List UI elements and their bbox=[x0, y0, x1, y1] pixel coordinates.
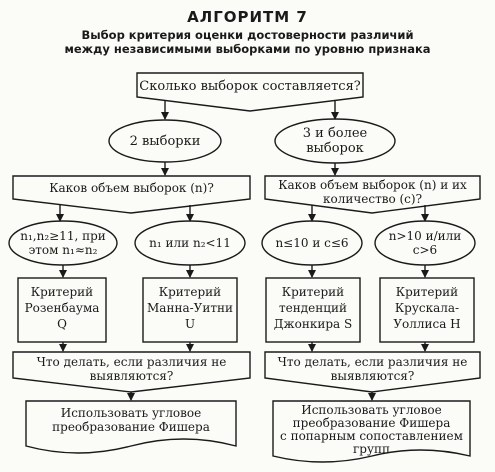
node-q-size-right-line1: Каков объем выборок (n) и их bbox=[278, 178, 467, 192]
shape-act-right bbox=[272, 400, 471, 463]
node-crit-mann-line2: Манна-Уитни bbox=[147, 300, 233, 315]
shape-crit-rosenbaum bbox=[17, 277, 107, 343]
node-q-nodiff-left-line1: Что делать, если различия не bbox=[36, 355, 227, 369]
shape-q-nodiff-left bbox=[12, 351, 251, 393]
node-crit-rosenbaum-line3: Q bbox=[57, 316, 67, 331]
node-crit-kruskal-line2: Крускала- bbox=[394, 300, 460, 315]
node-act-left-line2: преобразование Фишера bbox=[52, 420, 210, 434]
node-act-right-line2: преобразование Фишера bbox=[292, 415, 451, 430]
node-crit-rosenbaum-line2: Розенбаума bbox=[24, 300, 100, 315]
node-opt-three-line2: выборок bbox=[306, 141, 364, 156]
shape-act-left bbox=[25, 400, 237, 454]
node-q-size-right-line2: количество (c)? bbox=[322, 192, 423, 206]
node-q-size-left: Каков объем выборок (n)? bbox=[49, 181, 214, 195]
node-q-nodiff-right-line1: Что делать, если различия не bbox=[277, 355, 468, 369]
node-crit-jonckheere-line3: Джонкира S bbox=[273, 316, 353, 331]
node-crit-rosenbaum-line1: Критерий bbox=[30, 284, 94, 299]
node-opt-three-line1: 3 и более bbox=[302, 126, 368, 141]
node-act-right-line3: с попарным сопоставлением bbox=[280, 428, 463, 443]
shape-crit-jonckheere bbox=[265, 277, 361, 343]
node-q-nodiff-left-line2: выявляются? bbox=[89, 369, 174, 383]
node-cond-rl: n≤10 и c≤6 bbox=[275, 236, 349, 250]
diagram-title: АЛГОРИТМ 7 bbox=[187, 8, 308, 26]
node-q-nodiff-right-line2: выявляются? bbox=[330, 369, 415, 383]
node-act-left-line1: Использовать угловое bbox=[60, 406, 202, 420]
node-cond-rr-line2: c>6 bbox=[412, 243, 438, 257]
node-crit-kruskal-line3: Уоллиса H bbox=[393, 316, 461, 331]
node-crit-jonckheere-line2: тенденций bbox=[279, 300, 347, 315]
node-crit-jonckheere-line1: Критерий bbox=[281, 284, 345, 299]
node-cond-ll-line1: n₁,n₂≥11, при bbox=[20, 229, 106, 243]
node-act-right-line1: Использовать угловое bbox=[301, 402, 442, 417]
node-cond-lr: n₁ или n₂<11 bbox=[149, 236, 231, 250]
node-cond-rr-line1: n>10 и/или bbox=[388, 229, 462, 243]
node-crit-mann-line3: U bbox=[184, 316, 196, 331]
node-q-samples: Сколько выборок составляется? bbox=[139, 78, 361, 94]
shape-q-nodiff-right bbox=[264, 351, 481, 393]
shape-crit-kruskal bbox=[379, 277, 475, 343]
node-act-right-line4: групп bbox=[352, 441, 391, 456]
diagram-subtitle-line1: Выбор критерия оценки достоверности разл… bbox=[81, 28, 414, 42]
node-crit-kruskal-line1: Критерий bbox=[395, 284, 459, 299]
node-crit-mann-line1: Критерий bbox=[158, 284, 222, 299]
shape-q-samples bbox=[136, 72, 364, 112]
diagram-subtitle-line2: между независимыми выборками по уровню п… bbox=[64, 42, 431, 56]
node-opt-two: 2 выборки bbox=[129, 133, 201, 149]
shape-q-size-right bbox=[264, 175, 481, 214]
node-cond-ll-line2: этом n₁≈n₂ bbox=[28, 243, 98, 257]
